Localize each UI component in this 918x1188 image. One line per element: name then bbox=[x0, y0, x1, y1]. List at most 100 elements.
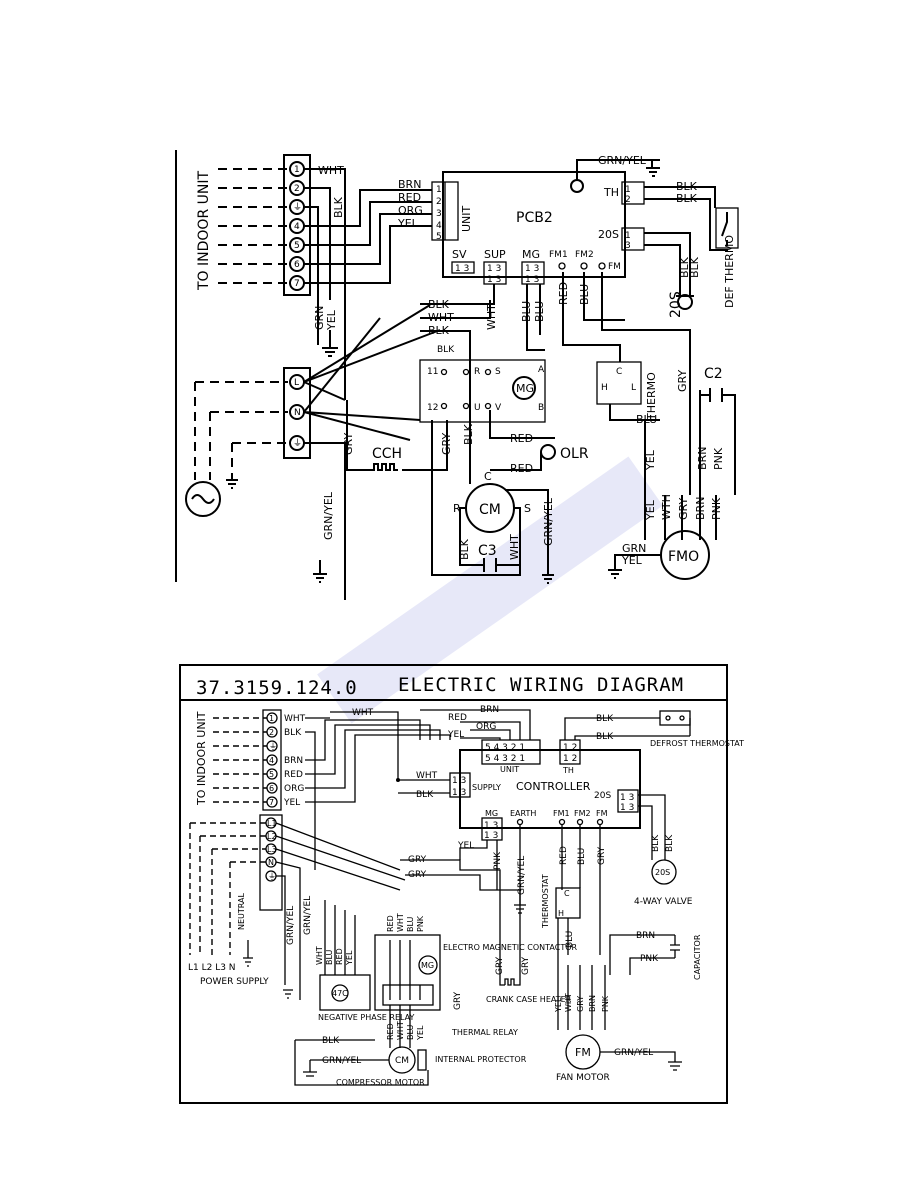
wire-label-grn-fmo: GRN bbox=[622, 542, 646, 555]
wire2-wht-cm: WHT bbox=[396, 1021, 405, 1040]
wire2-gry-fm: GRY bbox=[597, 846, 607, 865]
fm2-label-2: FM2 bbox=[574, 809, 591, 818]
wire2-grnyel-p2: GRN/YEL bbox=[303, 896, 313, 935]
cm-c: C bbox=[484, 470, 492, 483]
t2-wire-org: ORG bbox=[284, 784, 304, 794]
terminal-2: 2 bbox=[294, 184, 300, 194]
mg-label: MG bbox=[522, 248, 540, 261]
t2-wire-red: RED bbox=[284, 770, 303, 780]
wire-label-pnk-fmo: PNK bbox=[710, 497, 723, 520]
wire2-pnk-cap: PNK bbox=[640, 954, 659, 964]
earth-terminal bbox=[570, 179, 584, 193]
pcb2-board bbox=[442, 171, 626, 278]
wire-label-blk-th2: BLK bbox=[676, 192, 698, 205]
20s-valve-label: 20S bbox=[668, 291, 684, 318]
wire-label-blk-20s2: BLK bbox=[688, 256, 701, 278]
mg-b: B bbox=[538, 403, 544, 413]
tp-l1: L1 bbox=[267, 819, 277, 828]
wire-label-brn-fmo: BRN bbox=[694, 497, 707, 520]
mg-coil-label-2: MG bbox=[421, 961, 434, 970]
supply-pins-b: 1 3 bbox=[452, 788, 466, 798]
wire2-grnyel-earth: GRN/YEL bbox=[517, 856, 527, 895]
mg-label-2: MG bbox=[485, 809, 498, 818]
20s-pin-1: 1 bbox=[625, 231, 631, 241]
internal-protector bbox=[417, 1049, 427, 1071]
terminal-ground: ⏚ bbox=[293, 202, 302, 213]
wire2-blk-th2: BLK bbox=[596, 732, 614, 742]
th-label-2: TH bbox=[562, 766, 574, 775]
wire-label-blu-mg1: BLU bbox=[520, 301, 533, 322]
unit-connector-2 bbox=[481, 739, 541, 765]
thermal-relay bbox=[382, 984, 434, 1006]
wire2-gry-fan: GRY bbox=[576, 996, 585, 1012]
supply-label: SUPPLY bbox=[472, 783, 501, 792]
diagram-code: 37.3159.124.0 bbox=[196, 677, 358, 699]
mg-pins: 1 3 bbox=[525, 264, 539, 274]
wire-label-blk-th1: BLK bbox=[676, 180, 698, 193]
earth-label-2: EARTH bbox=[510, 809, 536, 818]
th-connector-2 bbox=[559, 739, 581, 765]
wire-label-red: RED bbox=[398, 191, 421, 204]
wire-label-wht-sup: WHT bbox=[485, 304, 498, 330]
wire2-pnk-mg: PNK bbox=[493, 851, 503, 870]
wire-label-gry-fm: GRY bbox=[676, 370, 689, 392]
wire-label-blu-mg2: BLU bbox=[533, 301, 546, 322]
terminal-l: L bbox=[294, 378, 299, 388]
terminal-1: 1 bbox=[294, 165, 300, 175]
thermo-c: C bbox=[616, 367, 622, 377]
sv-pins: 1 3 bbox=[455, 264, 469, 274]
terminals-indoor-2: 1 2 ⏚ 4 5 6 7 bbox=[266, 712, 278, 808]
unit-pin-5: 5 bbox=[436, 232, 442, 242]
magnetic-contactor bbox=[419, 359, 546, 423]
th-pins-2a: 1 2 bbox=[563, 743, 577, 753]
defrost-thermostat-label: DEFROST THERMOSTAT bbox=[650, 739, 744, 748]
wire2-blk-20s2: BLK bbox=[665, 834, 675, 852]
mg-coil-2 bbox=[418, 955, 438, 975]
wire2-wht-k: WHT bbox=[396, 913, 405, 932]
olr-label: OLR bbox=[560, 446, 589, 462]
wire-label-blu-thermo: BLU bbox=[636, 413, 657, 426]
crank-case-heater-label: CRANK CASE HEATER bbox=[486, 995, 572, 1004]
wire-label-yel-thermo: YEL bbox=[644, 449, 657, 471]
wire-label-grnyel-l: GRN/YEL bbox=[322, 491, 335, 540]
wire-label-red-cm: RED bbox=[510, 462, 533, 475]
tp-ground: ⏚ bbox=[268, 872, 276, 881]
contactor-11: 11 bbox=[427, 367, 438, 377]
thermostat-label-2: THERMOSTAT bbox=[541, 874, 550, 929]
npr-label: NEGATIVE PHASE RELAY bbox=[318, 1013, 415, 1022]
wire2-grnyel-cm: GRN/YEL bbox=[322, 1056, 361, 1066]
c3-label: C3 bbox=[478, 543, 497, 559]
wire2-yel-cm: YEL bbox=[416, 1025, 425, 1041]
th-pin-2: 2 bbox=[625, 195, 631, 205]
cch-label: CCH bbox=[372, 446, 402, 462]
wire2-blu-thermostat: BLU bbox=[565, 931, 575, 948]
contactor-label: ELECTRO MAGNETIC CONTACTOR bbox=[443, 943, 578, 952]
wire2-wht-npr: WHT bbox=[315, 946, 324, 965]
unit-label-2: UNIT bbox=[500, 765, 519, 774]
neutral-label: NEUTRAL bbox=[237, 893, 246, 930]
phases-label: L1 L2 L3 N bbox=[188, 963, 236, 973]
supply-pins-a: 1 3 bbox=[452, 776, 466, 786]
t2-5: 5 bbox=[269, 770, 274, 779]
wire2-blu-cm: BLU bbox=[406, 1024, 415, 1040]
controller-label: CONTROLLER bbox=[516, 780, 591, 793]
fan-motor-label: FAN MOTOR bbox=[556, 1073, 610, 1083]
t2-ground: ⏚ bbox=[269, 742, 277, 751]
diagram-frame bbox=[179, 664, 728, 1104]
wire-label-blu-fm2: BLU bbox=[578, 284, 591, 305]
fm-label: FM bbox=[608, 262, 621, 272]
wire-label-red-olr: RED bbox=[510, 432, 533, 445]
t2-2: 2 bbox=[269, 728, 274, 737]
terminals-indoor: 1 2 ⏚ 4 5 6 7 bbox=[289, 161, 305, 291]
mg-pins-2: 1 3 bbox=[525, 275, 539, 285]
t2-wire-blk: BLK bbox=[284, 728, 302, 738]
20s-valve-coil-2 bbox=[651, 859, 677, 885]
def-thermo-switch bbox=[715, 207, 739, 249]
wire2-grnyel-fan: GRN/YEL bbox=[614, 1048, 653, 1058]
wire-label-grn: GRN bbox=[313, 306, 326, 330]
internal-protector-label: INTERNAL PROTECTOR bbox=[435, 1055, 527, 1064]
wire2-yel-npr: YEL bbox=[345, 950, 354, 966]
diagram-top: TO INDOOR UNIT 1 2 ⏚ 4 5 6 7 WHT BLK BRN… bbox=[175, 150, 739, 600]
wire-label-blk-c3: BLK bbox=[458, 538, 471, 560]
t2-wire-yel: YEL bbox=[283, 798, 300, 808]
